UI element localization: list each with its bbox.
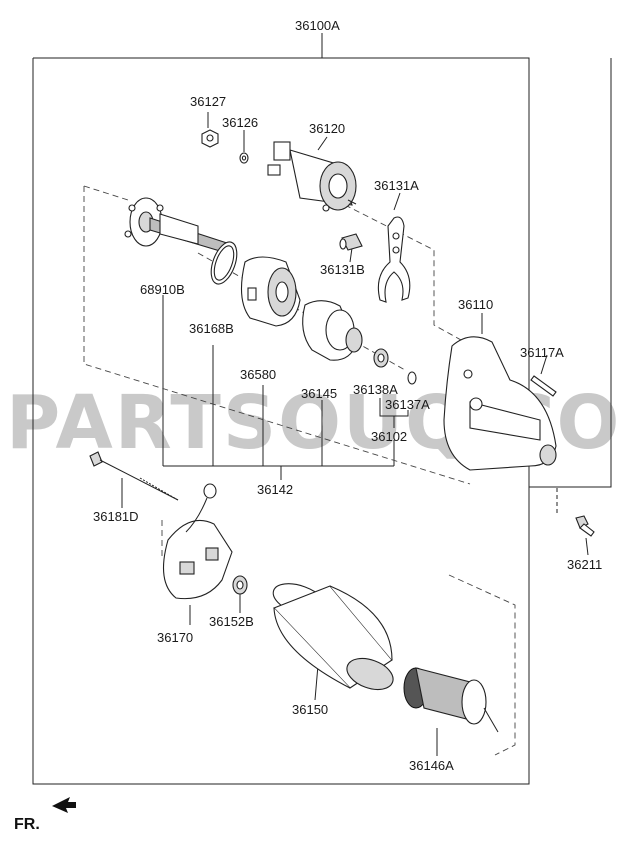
label-36211: 36211 <box>567 557 602 572</box>
solenoid-36120 <box>267 141 357 212</box>
label-36580: 36580 <box>240 367 276 382</box>
pin-36117A <box>530 375 557 397</box>
gear-case-36580 <box>240 256 301 327</box>
label-68910B: 68910B <box>140 282 185 297</box>
housing-36110 <box>443 336 557 471</box>
washer-36126 <box>239 152 249 164</box>
label-36131A: 36131A <box>374 178 419 193</box>
label-36110: 36110 <box>458 297 493 312</box>
yoke-36150 <box>272 583 394 691</box>
label-36146A: 36146A <box>409 758 454 773</box>
front-direction-label: FR. <box>14 816 40 833</box>
label-36170: 36170 <box>157 630 193 645</box>
nut-36127 <box>201 129 219 148</box>
assembly-frame <box>32 33 612 785</box>
clip-36137A <box>407 371 417 385</box>
label-36120: 36120 <box>309 121 345 136</box>
label-36181D: 36181D <box>93 509 139 524</box>
plunger-36131B <box>339 233 363 251</box>
label-36100A: 36100A <box>295 18 340 33</box>
label-36131B: 36131B <box>320 262 365 277</box>
bolt-36181D <box>89 451 179 501</box>
armature-36146A <box>403 667 499 733</box>
shaft-68910B <box>124 197 231 255</box>
label-36138A: 36138A <box>353 382 398 397</box>
label-36117A: 36117A <box>520 345 564 360</box>
clutch-36145 <box>302 300 363 361</box>
lever-36131A <box>377 216 411 303</box>
label-36168B: 36168B <box>189 321 234 336</box>
label-36127: 36127 <box>190 94 226 109</box>
label-36142: 36142 <box>257 482 293 497</box>
label-36150: 36150 <box>292 702 328 717</box>
brush-holder-36170 <box>163 483 233 600</box>
label-36126: 36126 <box>222 115 258 130</box>
label-36102: 36102 <box>371 429 407 444</box>
leader-lines <box>121 112 589 756</box>
oring-36168B <box>210 241 238 285</box>
bolt-36211 <box>575 515 595 537</box>
part-labels: 36100A 36127 36126 36120 36131A 36131B 6… <box>93 18 602 773</box>
alignment-dashes <box>83 185 516 756</box>
washer-36138A <box>373 348 389 368</box>
front-direction-arrow-icon <box>52 797 76 813</box>
label-36145: 36145 <box>301 386 337 401</box>
washer-36152B <box>232 575 248 595</box>
label-36137A: 36137A <box>385 397 430 412</box>
label-36152B: 36152B <box>209 614 254 629</box>
